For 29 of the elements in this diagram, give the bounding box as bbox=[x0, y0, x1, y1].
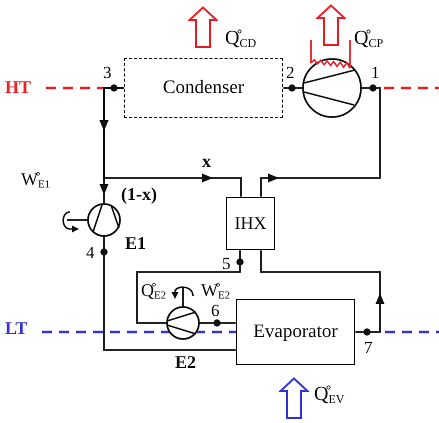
state-number: 3 bbox=[103, 63, 112, 83]
flow-line bbox=[199, 322, 236, 324]
flow-line bbox=[283, 87, 303, 89]
heat-flow-label: Q̊$_{EV}$ bbox=[314, 382, 344, 406]
flow-arrow bbox=[260, 87, 381, 197]
heat-flow-label: Q̊$_{CD}$ bbox=[225, 26, 256, 50]
flow-arrow bbox=[260, 250, 384, 333]
expander-symbol bbox=[87, 203, 121, 237]
level-label: HT bbox=[5, 76, 32, 98]
compressor-symbol bbox=[302, 58, 362, 118]
component-label: E2 bbox=[175, 351, 196, 373]
state-number: 1 bbox=[371, 63, 380, 83]
evaporator-box: Evaporator bbox=[236, 299, 355, 365]
state-number: 5 bbox=[222, 254, 230, 274]
flow-line bbox=[136, 250, 241, 324]
heat-flow-label: Q̊$_{E2}$ bbox=[141, 279, 166, 301]
state-number: 6 bbox=[211, 301, 220, 321]
state-number: 7 bbox=[364, 338, 372, 358]
level-label: LT bbox=[5, 317, 28, 339]
flow-arrow bbox=[100, 87, 242, 197]
work-label: W̊$_{E1}$ bbox=[21, 168, 50, 190]
work-label: W̊$_{E2}$ bbox=[201, 279, 230, 301]
heat-exchanger-box: IHX bbox=[226, 197, 275, 250]
condenser-box: Condenser bbox=[124, 58, 283, 118]
state-number: 2 bbox=[286, 63, 294, 83]
component-label: E1 bbox=[125, 232, 146, 254]
heat-flow-label: Q̊$_{CP}$ bbox=[354, 26, 384, 50]
state-number: 4 bbox=[86, 243, 94, 263]
compressor-symbol bbox=[166, 306, 200, 340]
